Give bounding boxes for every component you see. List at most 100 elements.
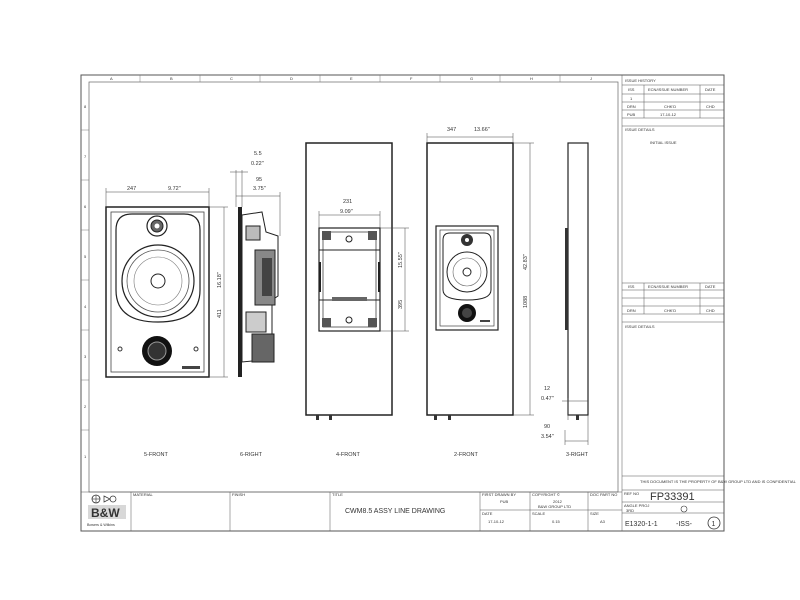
field-label: REF NO bbox=[624, 491, 639, 496]
drawing-title: CWM8.5 ASSY LINE DRAWING bbox=[345, 508, 445, 515]
issue-label: -ISS- bbox=[676, 521, 693, 528]
field-label: ANGLE PROJ bbox=[624, 503, 649, 508]
table-cell: CHD bbox=[706, 308, 715, 313]
border-letter: D bbox=[290, 76, 293, 81]
logo-subtext: Bowers & Wilkins bbox=[87, 523, 115, 527]
table-cell: PUB bbox=[627, 112, 636, 117]
document-number: E1320-1-1 bbox=[625, 521, 658, 528]
field-label: SCALE bbox=[532, 511, 545, 516]
issue-details-label: ISSUE DETAILS bbox=[625, 127, 655, 132]
table-cell: CHK'D bbox=[664, 104, 676, 109]
border-letter: F bbox=[410, 76, 413, 81]
view-6-right bbox=[230, 170, 281, 377]
dim-text: 9.09" bbox=[340, 209, 353, 215]
issue-details-text: INITIAL ISSUE bbox=[650, 140, 677, 145]
view-label: 2-FRONT bbox=[454, 452, 478, 458]
border-letter: E bbox=[350, 76, 353, 81]
dim-text: 9.72" bbox=[168, 186, 181, 192]
dim-text: 347 bbox=[447, 127, 456, 133]
border-number: 4 bbox=[84, 304, 87, 309]
border-ticks bbox=[81, 75, 561, 431]
field-label: FINISH bbox=[232, 492, 245, 497]
field-value: 0.15 bbox=[552, 519, 561, 524]
outer-frame bbox=[80, 74, 725, 532]
table-header: ISS bbox=[628, 87, 635, 92]
dim-text: 90 bbox=[544, 424, 550, 430]
dim-text: 231 bbox=[343, 199, 352, 205]
field-value: 17-10-12 bbox=[488, 519, 505, 524]
border-letters: A B C D E F G H J 8 7 6 5 4 3 2 1 bbox=[84, 76, 592, 459]
border-number: 7 bbox=[84, 154, 87, 159]
dim-text: 411 bbox=[217, 309, 223, 318]
issue-history-panel bbox=[621, 75, 724, 531]
field-value: A3 bbox=[600, 519, 606, 524]
dim-text: 395 bbox=[398, 300, 404, 309]
dim-text: 42.83" bbox=[523, 254, 529, 270]
view-label: 5-FRONT bbox=[144, 452, 168, 458]
issue-details-label: ISSUE DETAILS bbox=[625, 324, 655, 329]
view-label: 3-RIGHT bbox=[566, 452, 589, 458]
dim-text: 16.18" bbox=[217, 272, 223, 288]
confidential-notice: THIS DOCUMENT IS THE PROPERTY OF B&W GRO… bbox=[640, 479, 797, 484]
view-3-right bbox=[562, 142, 589, 445]
view-label: 4-FRONT bbox=[336, 452, 360, 458]
table-header: ECN/ISSUE NUMBER bbox=[648, 284, 688, 289]
logo-text: B&W bbox=[91, 506, 120, 520]
border-letter: B bbox=[170, 76, 173, 81]
table-cell: CHD bbox=[706, 104, 715, 109]
bw-logo: B&W Bowers & Wilkins bbox=[87, 494, 126, 527]
issue-history-title: ISSUE HISTORY bbox=[625, 78, 656, 83]
dim-text: 1088 bbox=[523, 296, 529, 308]
dim-text: 5.5 bbox=[254, 151, 262, 157]
field-value: B&W GROUP LTD bbox=[538, 504, 571, 509]
border-letter: J bbox=[590, 76, 592, 81]
dim-text: 15.55" bbox=[398, 252, 404, 268]
border-number: 5 bbox=[84, 254, 87, 259]
field-label: DATE bbox=[482, 511, 493, 516]
field-value: 2012 bbox=[553, 499, 563, 504]
table-header: ISS bbox=[628, 284, 635, 289]
field-label: COPYRIGHT © bbox=[532, 492, 560, 497]
issue-number: 1 bbox=[712, 521, 716, 528]
border-number: 8 bbox=[84, 104, 87, 109]
field-label: SIZE bbox=[590, 511, 599, 516]
dim-text: 3.54" bbox=[541, 434, 554, 440]
dim-text: 12 bbox=[544, 386, 550, 392]
view-4-front bbox=[305, 142, 409, 420]
field-label: DOC PART NO bbox=[590, 492, 617, 497]
table-cell: 17-10-12 bbox=[660, 112, 677, 117]
issue-circle bbox=[707, 516, 721, 530]
reference-number: FP33391 bbox=[650, 491, 695, 503]
field-label: TITLE bbox=[332, 492, 343, 497]
border-number: 1 bbox=[84, 454, 87, 459]
table-header: ECN/ISSUE NUMBER bbox=[648, 87, 688, 92]
view-label: 6-RIGHT bbox=[240, 452, 263, 458]
view-5-front bbox=[105, 188, 228, 378]
border-number: 6 bbox=[84, 204, 87, 209]
border-number: 3 bbox=[84, 354, 87, 359]
border-letter: C bbox=[230, 76, 233, 81]
field-value: 3RD bbox=[626, 508, 634, 513]
field-value: PUB bbox=[500, 499, 509, 504]
projection-symbol bbox=[680, 505, 688, 513]
border-letter: H bbox=[530, 76, 533, 81]
dim-text: 0.22" bbox=[251, 161, 264, 167]
table-cell: 1 bbox=[630, 96, 633, 101]
border-number: 2 bbox=[84, 404, 87, 409]
dim-text: 3.75" bbox=[253, 186, 266, 192]
border-letter: A bbox=[110, 76, 113, 81]
dim-text: 247 bbox=[127, 186, 136, 192]
dim-text: 0.47" bbox=[541, 396, 554, 402]
title-block-grid bbox=[81, 489, 724, 531]
field-label: FIRST DRAWN BY bbox=[482, 492, 516, 497]
table-cell: DRN bbox=[627, 308, 636, 313]
table-header: DATE bbox=[705, 87, 716, 92]
view-2-front bbox=[426, 133, 534, 420]
border-letter: G bbox=[470, 76, 473, 81]
dim-text: 95 bbox=[256, 177, 262, 183]
table-cell: DRN bbox=[627, 104, 636, 109]
table-cell: CHK'D bbox=[664, 308, 676, 313]
field-label: MATERIAL bbox=[133, 492, 153, 497]
dim-text: 13.66" bbox=[474, 127, 490, 133]
